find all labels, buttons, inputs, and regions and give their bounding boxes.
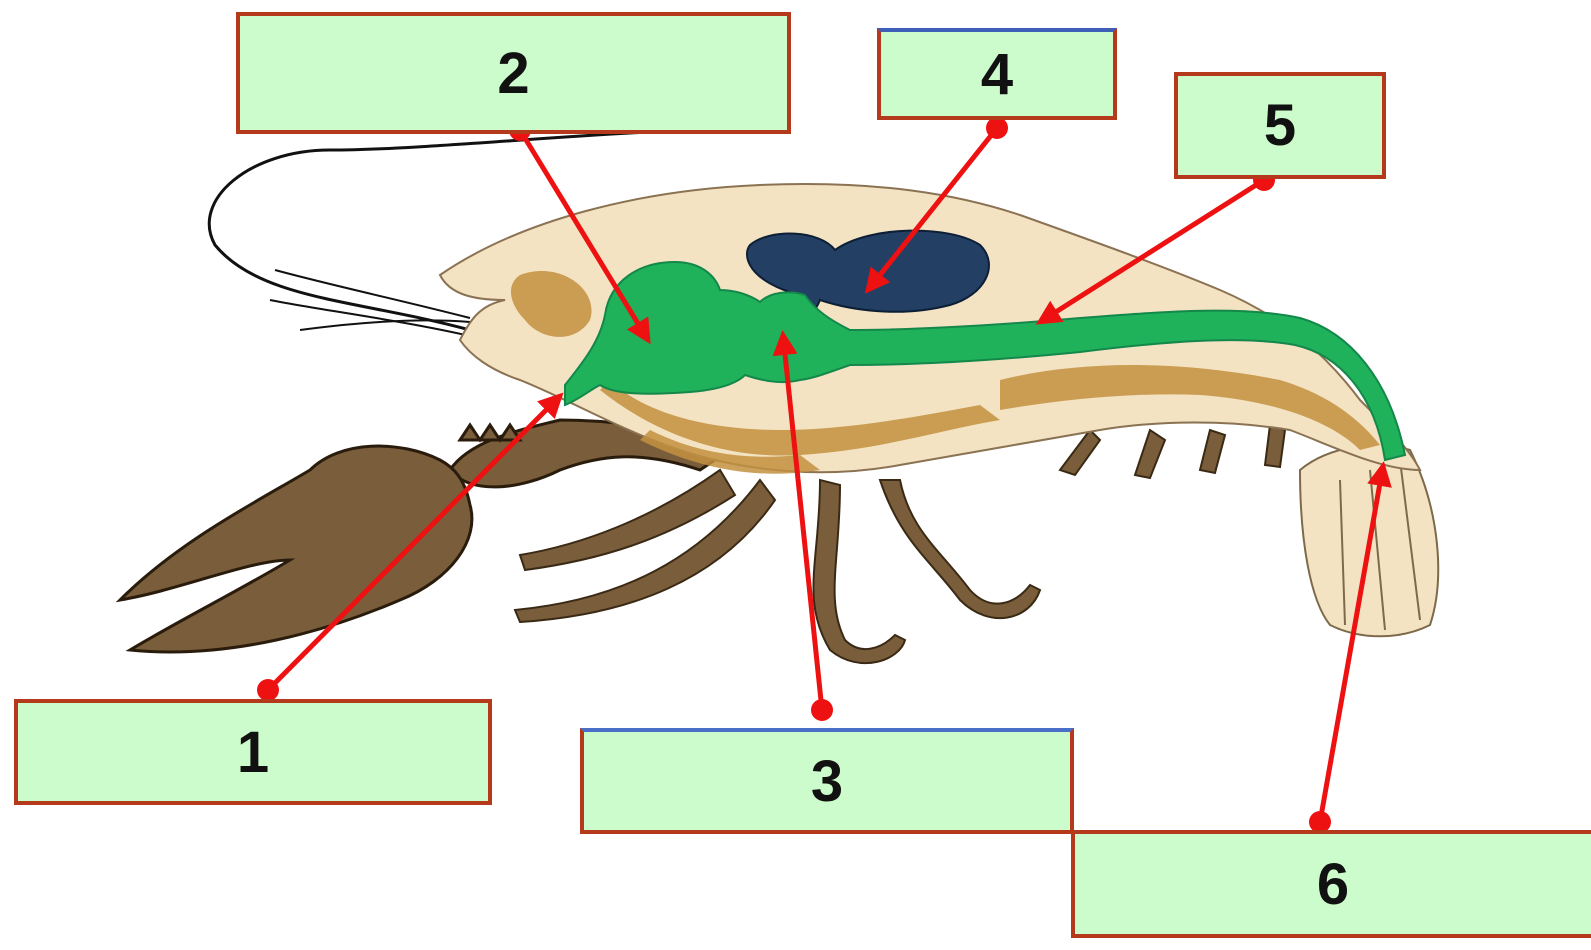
label-5-text: 5 bbox=[1264, 92, 1296, 159]
label-6-text: 6 bbox=[1317, 851, 1349, 918]
label-3-text: 3 bbox=[811, 748, 843, 815]
label-box-3[interactable]: 3 bbox=[580, 728, 1074, 834]
label-box-6[interactable]: 6 bbox=[1071, 830, 1591, 938]
arrow-4-dot bbox=[986, 117, 1008, 139]
label-2-text: 2 bbox=[497, 40, 529, 107]
label-1-text: 1 bbox=[237, 719, 269, 786]
label-box-1[interactable]: 1 bbox=[14, 699, 492, 805]
label-box-4[interactable]: 4 bbox=[877, 28, 1117, 120]
label-box-2[interactable]: 2 bbox=[236, 12, 791, 134]
label-box-5[interactable]: 5 bbox=[1174, 72, 1386, 179]
arrow-1-dot bbox=[257, 679, 279, 701]
arrow-3-dot bbox=[811, 699, 833, 721]
label-4-text: 4 bbox=[981, 41, 1013, 108]
